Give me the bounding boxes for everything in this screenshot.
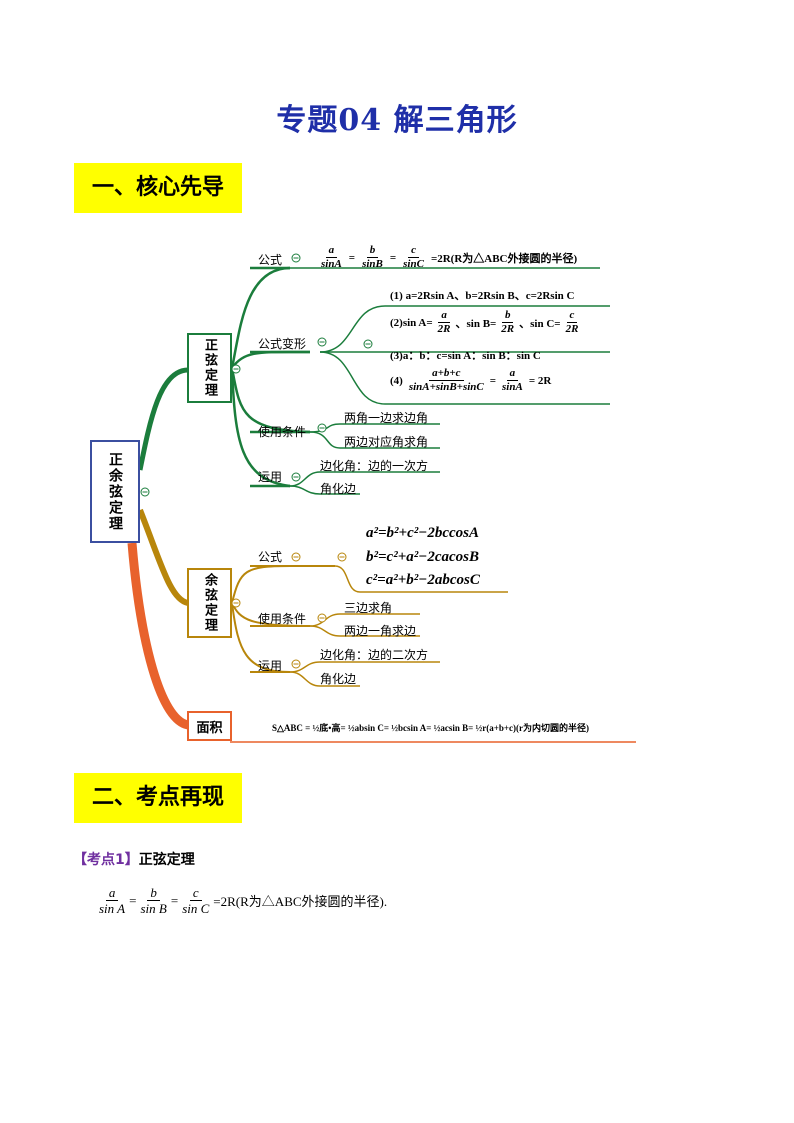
exam-point-bracket: 【考点1】 [73,852,139,868]
area-node: 面积 [187,711,232,741]
sine-condition-2: 两边对应角求角 [344,435,429,449]
section-heading-exam: 二、考点再现 [74,773,243,823]
cosine-condition-label: 使用条件 [258,612,307,626]
exam-point-name: 正弦定理 [138,852,195,868]
sine-variant-3: (3)a：b：c=sin A：sin B：sin C [390,350,541,362]
area-formula: S△ABC = ½底•高= ½absin C= ½bcsin A= ½acsin… [272,723,589,733]
sine-condition-1: 两角一边求边角 [344,411,429,425]
page-title: 专题04 解三角形 [276,103,518,138]
sine-use-label: 运用 [258,470,283,484]
cosine-condition-1: 三边求角 [344,601,393,615]
root-node: 正余弦定理 [90,440,140,543]
cosine-formula-label: 公式 [258,550,283,564]
sine-use-2: 角化边 [320,482,357,496]
sine-use-1: 边化角：边的一次方 [320,459,429,473]
sine-variant-label: 公式变形 [258,337,307,351]
sine-law-node: 正弦定理 [187,333,232,403]
cosine-law-node: 余弦定理 [187,568,232,638]
cosine-formula-2: b²=c²+a²−2cacosB [366,549,479,565]
exam-point-heading: 【考点1】正弦定理 [73,849,195,869]
cosine-use-1: 边化角：边的二次方 [320,648,429,662]
cosine-use-2: 角化边 [320,672,357,686]
cosine-condition-2: 两边一角求边 [344,624,417,638]
cosine-use-label: 运用 [258,659,283,673]
cosine-formula-3: c²=a²+b²−2abcosC [366,572,480,588]
sine-formula-label: 公式 [258,253,283,267]
sine-condition-label: 使用条件 [258,425,307,439]
cosine-formula-1: a²=b²+c²−2bccosA [366,525,479,541]
section-heading-core: 一、核心先导 [74,163,243,213]
sine-variant-1: (1) a=2Rsin A、b=2Rsin B、c=2Rsin C [390,290,575,302]
